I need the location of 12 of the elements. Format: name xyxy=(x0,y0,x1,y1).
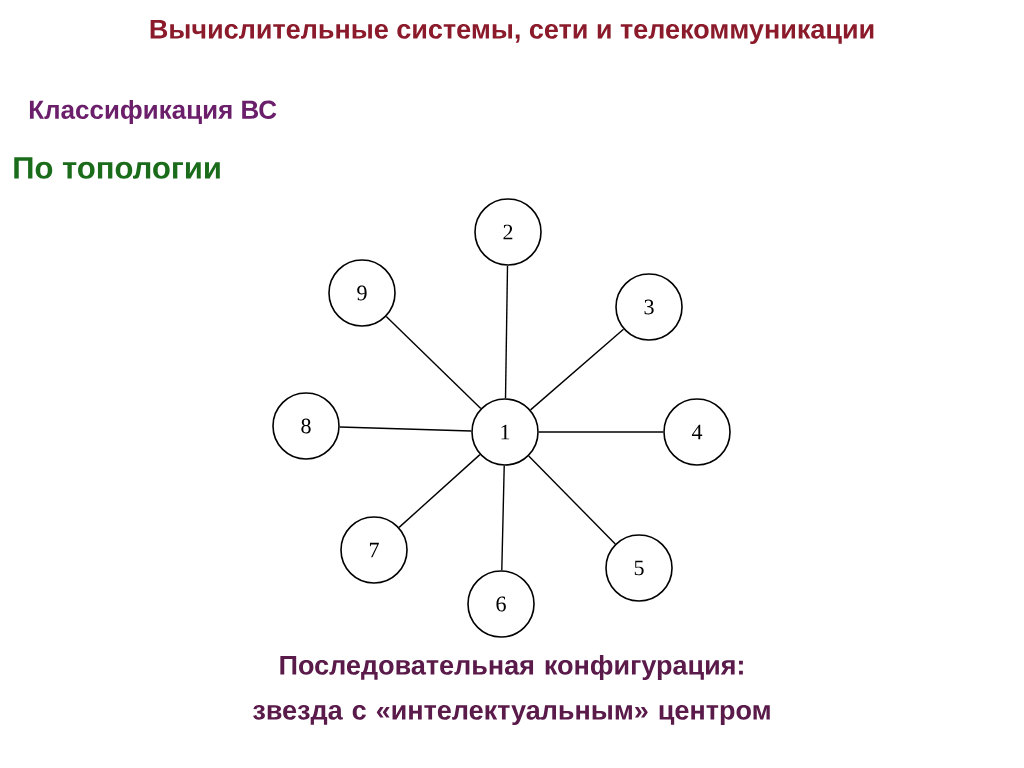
connection-line xyxy=(398,453,481,529)
title: Вычислительные системы, сети и телекоммуникации xyxy=(150,19,874,45)
connection-line xyxy=(339,426,472,432)
heading: Классификация ВС xyxy=(29,99,277,125)
connection-line xyxy=(529,328,625,411)
caption: Последовательная конфигурация: звезда с «интелектуальным» центром xyxy=(253,654,770,726)
subheading: По топологии xyxy=(14,157,220,179)
connection-line xyxy=(504,265,509,399)
connection-line xyxy=(501,465,505,571)
connection-line xyxy=(385,315,482,410)
connection-line xyxy=(538,431,664,433)
connection-line xyxy=(528,455,616,545)
